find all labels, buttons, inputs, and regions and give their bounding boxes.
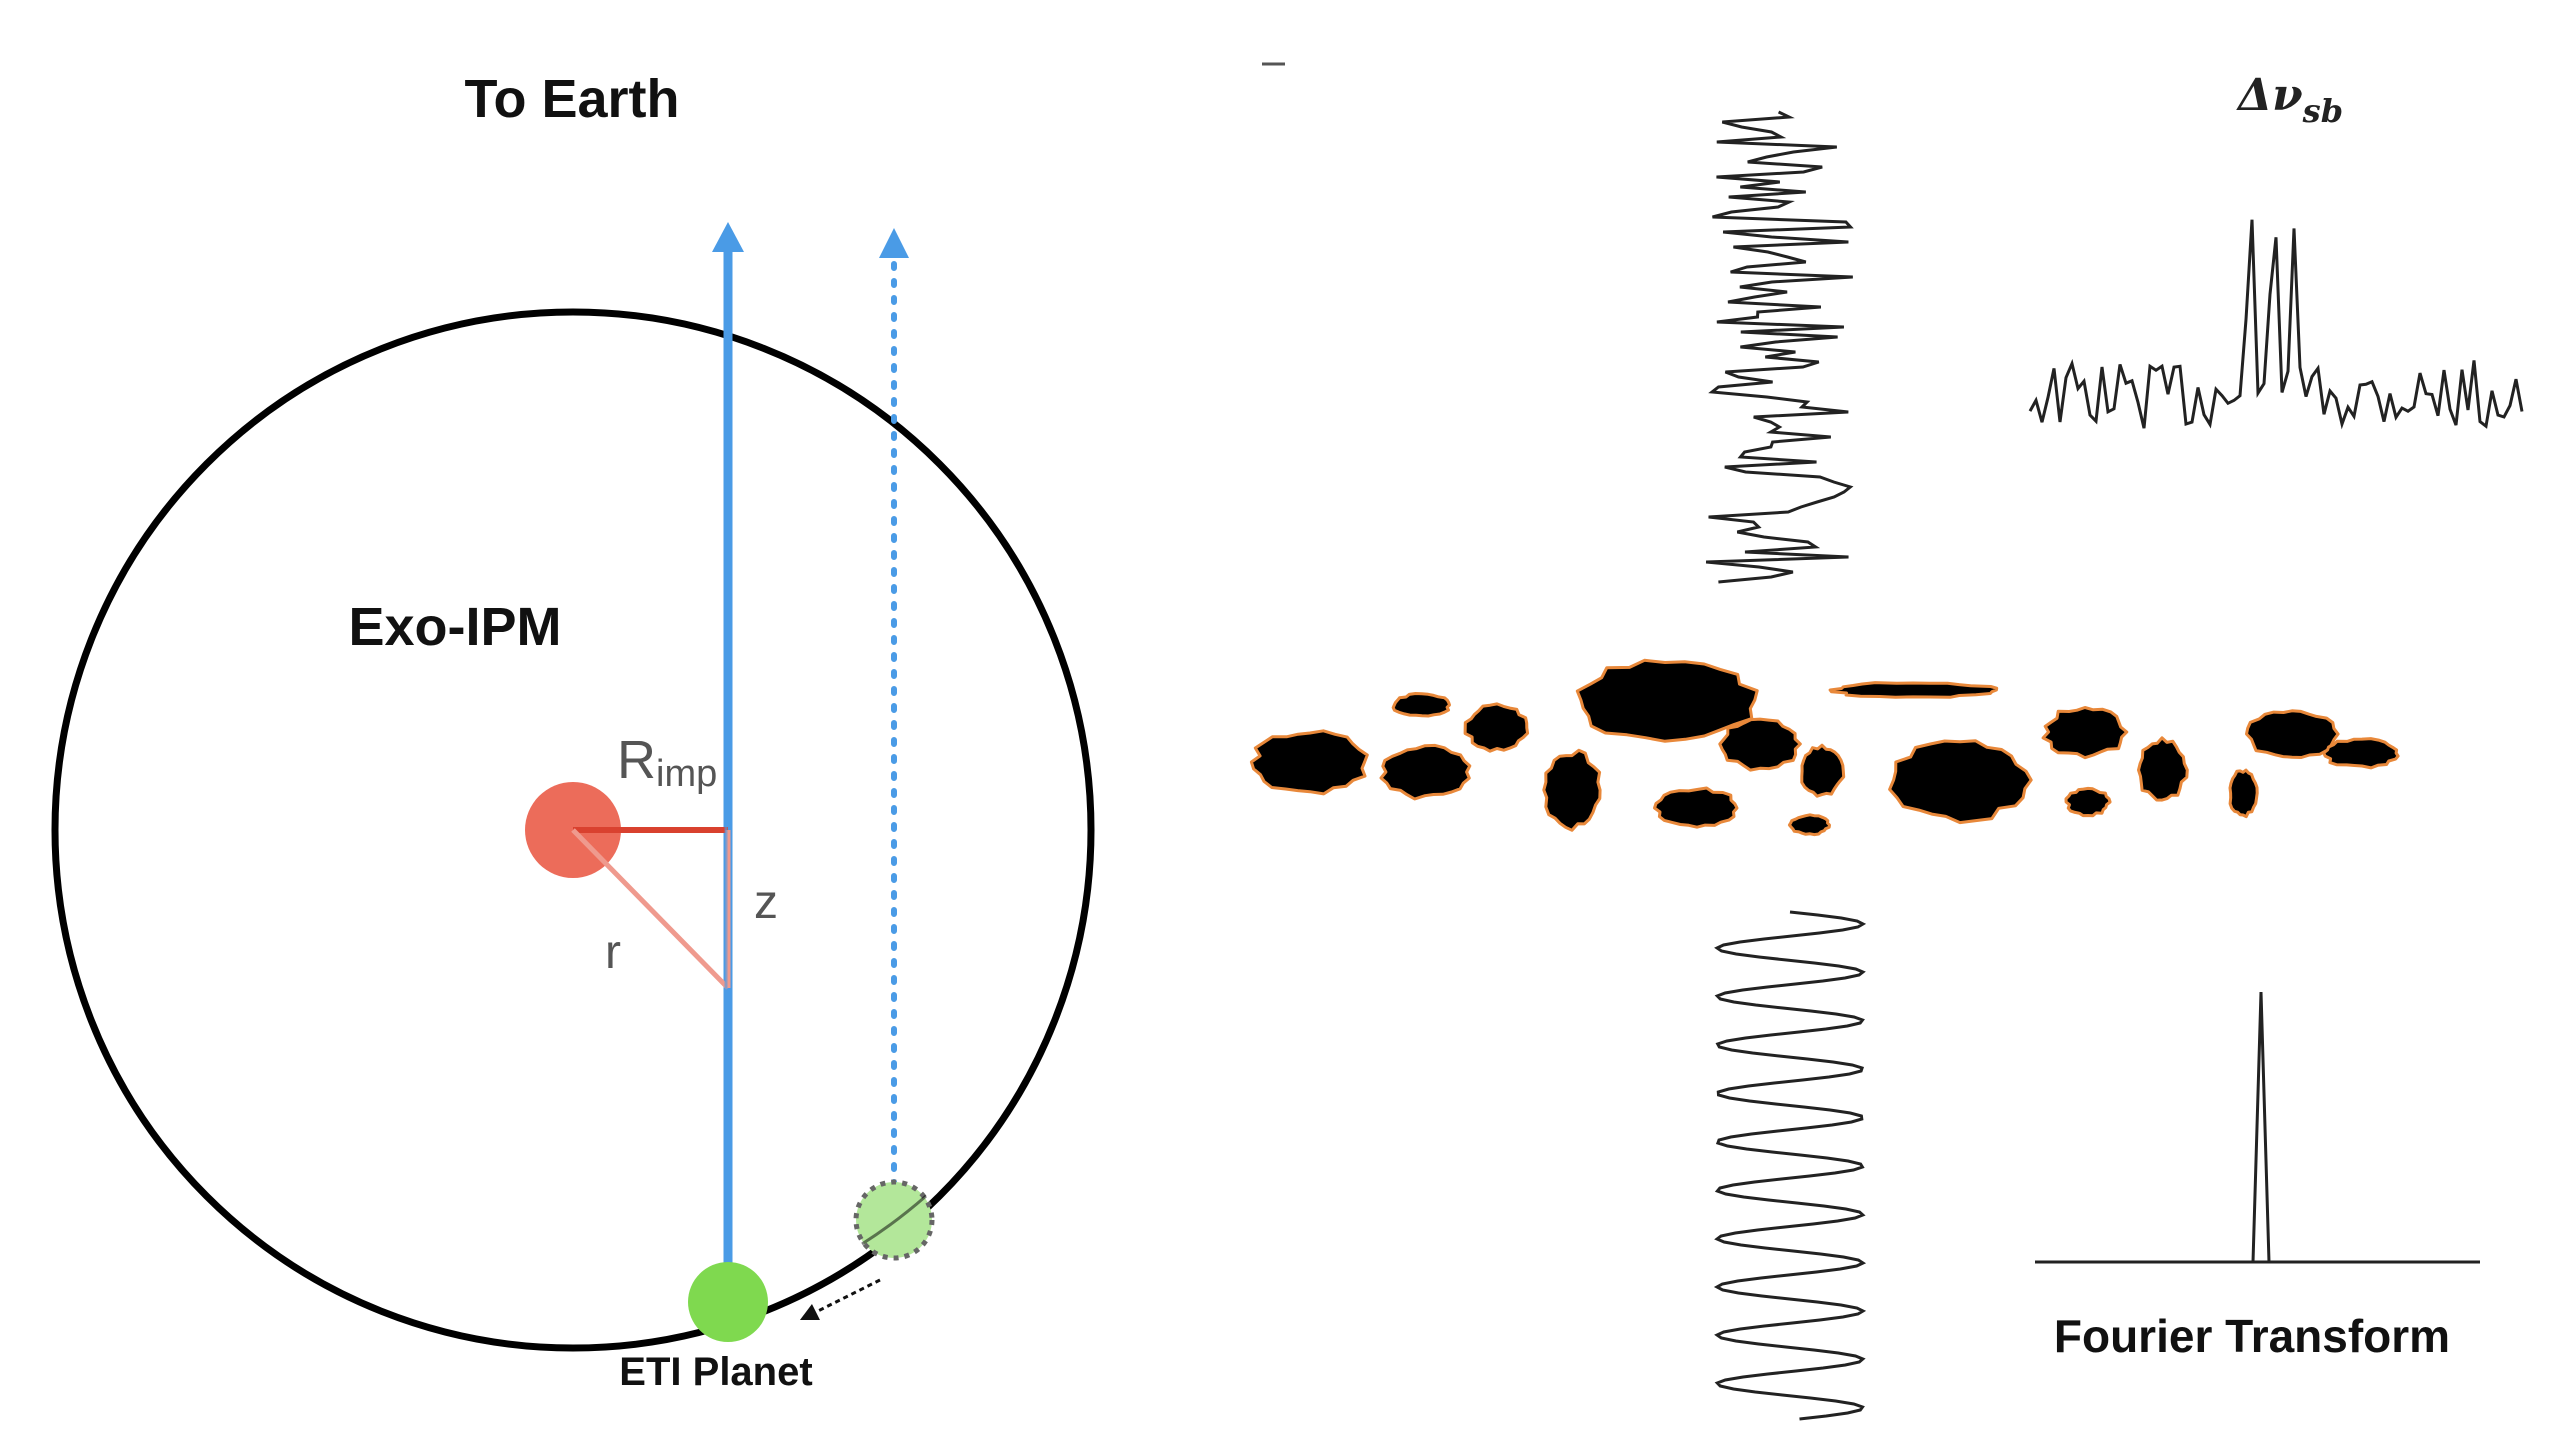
r-imp-label: Rimp xyxy=(617,730,717,795)
signal-panel: Δνsb Fourier Transform xyxy=(1249,62,2524,1421)
r-label: r xyxy=(605,926,621,979)
plasma-cloud xyxy=(2041,706,2129,760)
sightline-arrowhead-icon xyxy=(712,222,744,252)
clean-time-series xyxy=(1713,910,1867,1421)
noisy-time-series xyxy=(1705,110,1854,584)
plasma-cloud xyxy=(2137,736,2189,802)
plasma-cloud xyxy=(1463,702,1530,753)
eti-planet xyxy=(688,1262,768,1342)
plasma-cloud xyxy=(1828,681,1999,699)
plasma-cloud xyxy=(1787,813,1831,837)
plasma-cloud xyxy=(2322,737,2400,770)
z-label: z xyxy=(754,876,778,929)
clean-spectrum-peak xyxy=(2251,991,2271,1263)
plasma-cloud xyxy=(1888,739,2033,825)
noisy-spectrum xyxy=(2028,219,2524,430)
r-imp-main: R xyxy=(617,730,656,790)
exo-ipm-label: Exo-IPM xyxy=(348,597,561,657)
eti-planet-label: ETI Planet xyxy=(619,1350,812,1394)
to-earth-label: To Earth xyxy=(465,69,680,129)
r-imp-sub: imp xyxy=(656,753,717,795)
fourier-transform-label: Fourier Transform xyxy=(2054,1310,2450,1362)
delta-nu-sub: sb xyxy=(2302,92,2343,130)
plasma-cloud xyxy=(1379,743,1472,801)
plasma-cloud xyxy=(1800,743,1846,798)
delta-nu-label: Δνsb xyxy=(2236,70,2343,130)
radius-line xyxy=(571,828,730,990)
plasma-cloud xyxy=(2064,786,2112,818)
plasma-cloud-layer xyxy=(1249,658,2400,837)
plasma-cloud xyxy=(1718,717,1802,772)
plasma-cloud xyxy=(1391,692,1451,718)
plasma-cloud xyxy=(1653,786,1739,829)
plasma-cloud xyxy=(1542,748,1602,832)
planet-motion-arrow xyxy=(799,1278,881,1321)
delta-nu-main: Δν xyxy=(2236,70,2303,121)
plasma-cloud xyxy=(1575,658,1759,743)
orbit-arc-overlay xyxy=(861,1194,927,1246)
geometry-panel: To Earth Exo-IPM Rimp z r ETI Planet xyxy=(51,69,1095,1394)
plasma-cloud xyxy=(2228,768,2259,819)
dotted-sightline-arrowhead-icon xyxy=(879,228,909,258)
plasma-cloud xyxy=(2245,709,2340,759)
planet-previous-position xyxy=(853,1179,935,1261)
exo-ipm-boundary-circle xyxy=(51,308,1095,1352)
plasma-cloud xyxy=(1249,729,1369,796)
